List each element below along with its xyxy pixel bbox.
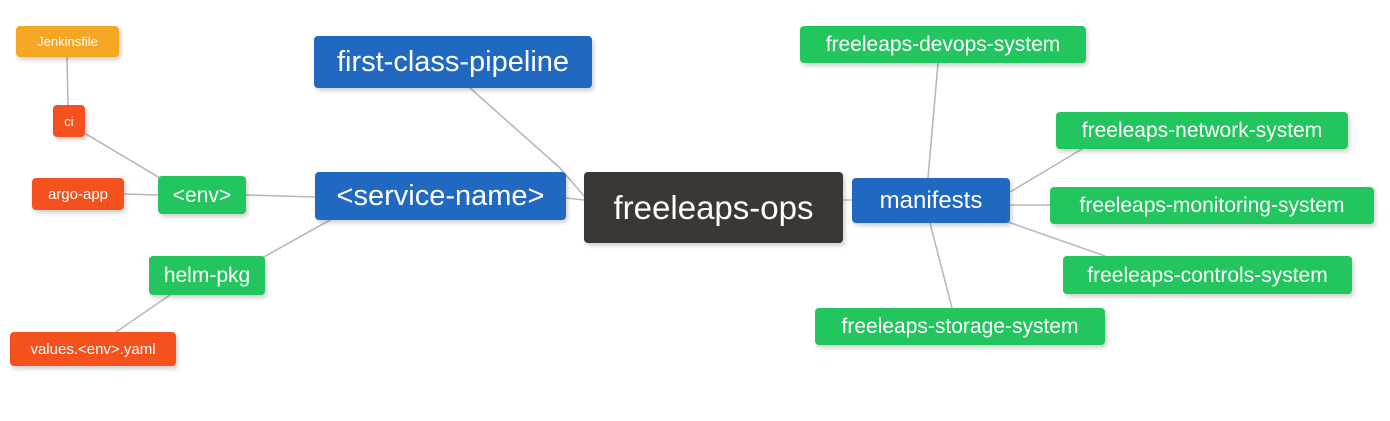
edge-service-name-to-env — [245, 194, 316, 198]
node-label-freeleaps-ops: freeleaps-ops — [613, 189, 814, 226]
edge-service-name-to-helm-pkg — [261, 219, 331, 259]
node-freeleaps-devops-system[interactable]: freeleaps-devops-system — [800, 26, 1086, 63]
node-env[interactable]: <env> — [158, 176, 246, 214]
node-helm-pkg[interactable]: helm-pkg — [149, 256, 265, 295]
edge-freeleaps-ops-to-service-name — [565, 197, 585, 201]
node-label-manifests: manifests — [879, 186, 983, 214]
node-ci[interactable]: ci — [53, 105, 85, 137]
edge-manifests-to-freeleaps-network-system — [1009, 148, 1083, 193]
node-label-freeleaps-monitoring-system: freeleaps-monitoring-system — [1079, 194, 1345, 217]
edge-manifests-to-freeleaps-storage-system — [929, 222, 953, 309]
node-label-service-name: <service-name> — [336, 179, 545, 212]
node-label-jenkinsfile: Jenkinsfile — [37, 34, 98, 49]
node-freeleaps-network-system[interactable]: freeleaps-network-system — [1056, 112, 1348, 149]
node-values-env-yaml[interactable]: values.<env>.yaml — [10, 332, 176, 366]
edge-helm-pkg-to-values-env-yaml — [115, 294, 171, 333]
node-label-env: <env> — [172, 183, 232, 207]
node-label-ci: ci — [64, 113, 74, 129]
node-first-class-pipeline[interactable]: first-class-pipeline — [314, 36, 592, 88]
node-jenkinsfile[interactable]: Jenkinsfile — [16, 26, 119, 57]
node-freeleaps-storage-system[interactable]: freeleaps-storage-system — [815, 308, 1105, 345]
node-label-freeleaps-controls-system: freeleaps-controls-system — [1087, 263, 1328, 287]
edge-ci-to-jenkinsfile — [66, 56, 69, 106]
node-label-freeleaps-devops-system: freeleaps-devops-system — [825, 33, 1061, 56]
node-manifests[interactable]: manifests — [852, 178, 1010, 223]
edge-manifests-to-freeleaps-controls-system — [1007, 221, 1106, 257]
node-label-helm-pkg: helm-pkg — [163, 264, 251, 287]
edge-env-to-argo-app — [123, 193, 159, 196]
node-label-argo-app: argo-app — [47, 185, 109, 203]
edge-manifests-to-freeleaps-devops-system — [927, 62, 939, 179]
node-freeleaps-controls-system[interactable]: freeleaps-controls-system — [1063, 256, 1352, 294]
edge-env-to-ci — [85, 133, 161, 179]
node-label-freeleaps-storage-system: freeleaps-storage-system — [841, 315, 1079, 338]
node-freeleaps-monitoring-system[interactable]: freeleaps-monitoring-system — [1050, 187, 1374, 224]
node-label-first-class-pipeline: first-class-pipeline — [336, 45, 570, 78]
node-argo-app[interactable]: argo-app — [32, 178, 124, 210]
node-label-values-env-yaml: values.<env>.yaml — [30, 340, 156, 358]
node-freeleaps-ops[interactable]: freeleaps-ops — [584, 172, 843, 243]
node-label-freeleaps-network-system: freeleaps-network-system — [1081, 119, 1323, 142]
node-service-name[interactable]: <service-name> — [315, 172, 566, 220]
